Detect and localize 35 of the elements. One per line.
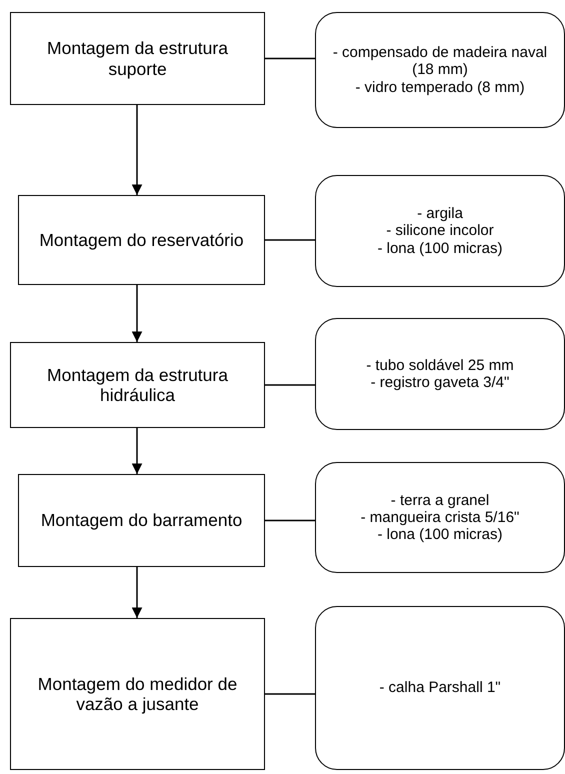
material-item: - mangueira crista 5/16" [360, 508, 520, 526]
arrow [132, 567, 142, 618]
process-box [10, 342, 265, 428]
connector-line [265, 520, 315, 522]
step-label: Montagem do medidor de vazão a jusante [36, 674, 238, 714]
connector-line [265, 58, 315, 60]
material-item: - tubo soldável 25 mm [366, 356, 514, 374]
step-label: Montagem da estrutura hidráulica [46, 364, 229, 406]
material-item: - silicone incolor [386, 222, 494, 240]
arrow [132, 105, 142, 195]
materials-box [315, 12, 565, 128]
connector-line [265, 693, 315, 695]
material-item: - lona (100 micras) [377, 526, 503, 544]
material-item: - argila [417, 205, 463, 222]
materials-box [315, 606, 565, 770]
process-box [10, 12, 265, 105]
material-item: - vidro temperado (8 mm) [355, 78, 525, 96]
step-label: Montagem do barramento [40, 510, 242, 531]
arrow [132, 428, 142, 474]
materials-box [315, 175, 565, 287]
process-box [18, 195, 265, 285]
step-label: Montagem da estrutura suporte [46, 38, 229, 79]
arrow [132, 285, 142, 342]
materials-box [315, 318, 565, 430]
material-item: - lona (100 micras) [377, 240, 503, 257]
material-item: - compensado de madeira naval (18 mm) [332, 44, 548, 79]
connector-line [265, 239, 315, 241]
connector-line [265, 384, 315, 386]
process-box [10, 618, 265, 770]
material-item: - registro gaveta 3/4" [370, 374, 510, 392]
material-item: - terra a granel [390, 492, 490, 509]
materials-box [315, 462, 565, 573]
process-box [18, 474, 265, 567]
step-label: Montagem do reservatório [39, 230, 244, 250]
material-item: - calha Parshall 1" [379, 679, 501, 697]
